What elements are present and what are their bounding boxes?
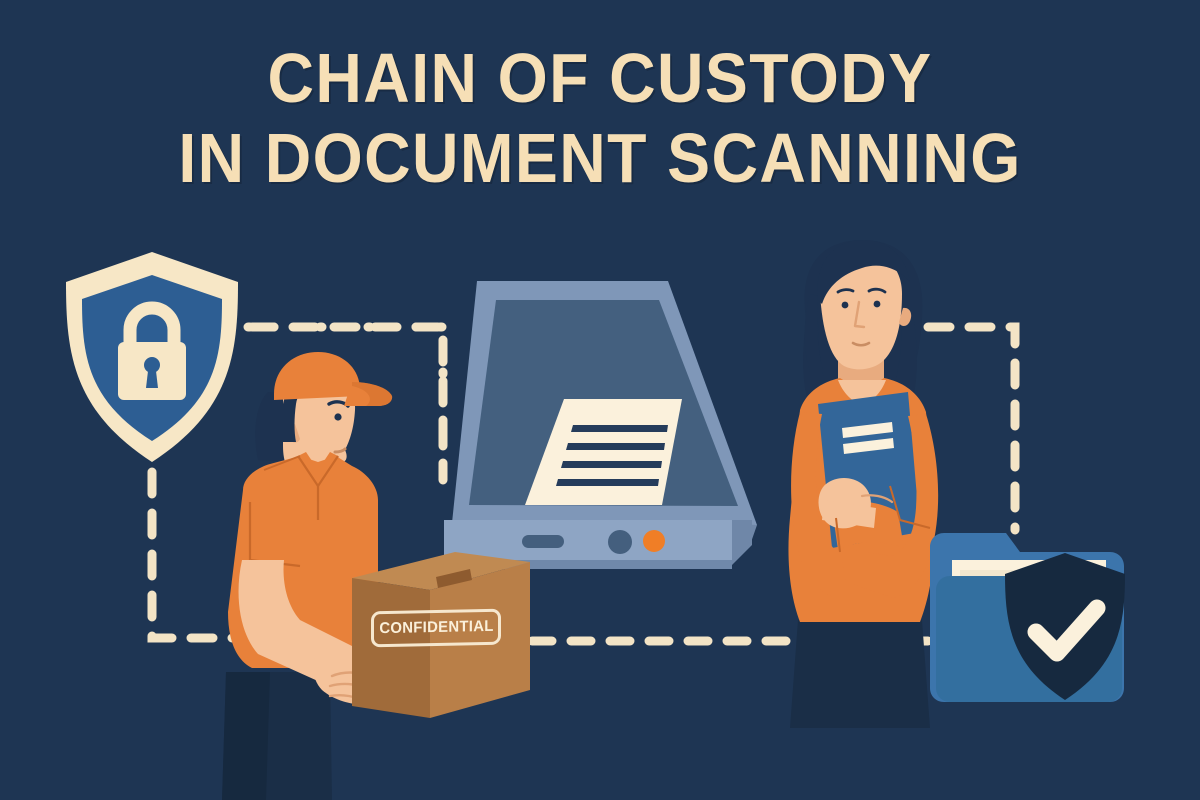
confidential-stamp: CONFIDENTIAL [371,608,501,648]
operator-figure [788,240,939,728]
scanner-orange-button[interactable] [643,530,665,552]
flatbed-scanner [444,281,757,569]
folder-shield-check-icon [930,533,1125,702]
shield-lock-icon [66,252,238,462]
confidential-stamp-text: CONFIDENTIAL [378,617,494,638]
connector-shield-to-scanner [243,322,448,488]
courier-figure [222,352,530,800]
connector-shield-to-courier [147,467,253,643]
scanner-document [525,399,682,505]
connector-operator-to-archive [923,322,1020,535]
confidential-box [352,552,530,718]
scanner-dark-button[interactable] [608,530,632,554]
scanner-slot-button[interactable] [522,535,564,548]
